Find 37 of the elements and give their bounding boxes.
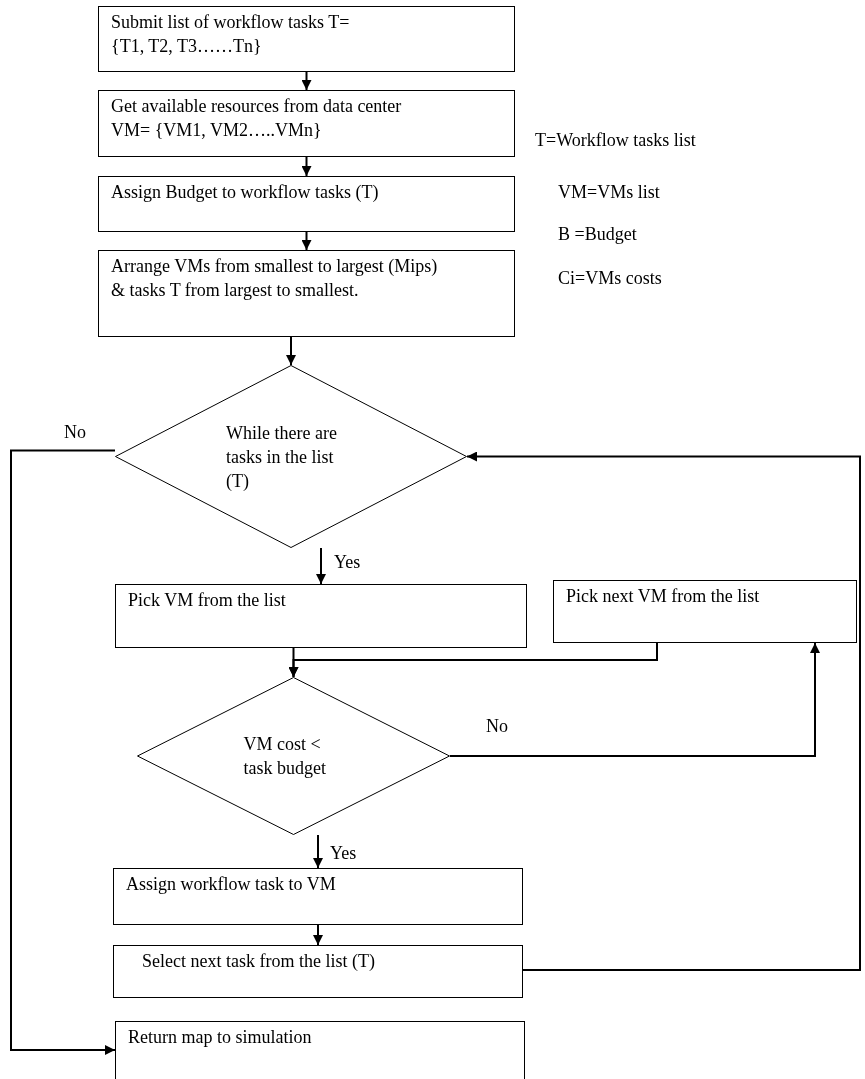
process-box — [98, 250, 515, 337]
arrow — [313, 924, 323, 946]
arrow — [449, 642, 820, 757]
note-text: VM=VMs list — [558, 181, 660, 204]
decision-diamond — [115, 365, 467, 548]
box-text: Pick VM from the list — [128, 589, 287, 612]
box-text: Assign workflow task to VM — [126, 873, 337, 896]
decision-diamond — [137, 677, 450, 835]
box-text: Return map to simulation — [128, 1026, 313, 1049]
process-box — [115, 584, 527, 648]
note-text: Ci=VMs costs — [558, 267, 662, 290]
box-text: Submit list of workflow tasks T= {T1, T2, T3……Tn} — [111, 11, 351, 58]
note-text: T=Workflow tasks list — [535, 129, 696, 152]
note-text: B =Budget — [558, 223, 637, 246]
process-box — [98, 176, 515, 232]
arrow — [313, 834, 323, 869]
arrow — [466, 451, 861, 971]
arrow — [286, 336, 296, 366]
arrow — [301, 156, 312, 177]
box-text: Get available resources from data center VM= {VM1, VM2…..VMn} — [111, 95, 403, 142]
process-box — [113, 945, 523, 998]
process-box — [98, 90, 515, 157]
process-box — [553, 580, 857, 643]
process-box — [113, 868, 523, 925]
box-text: Arrange VMs from smallest to largest (Mips) & tasks T from largest to smallest. — [111, 255, 439, 302]
arrow — [301, 231, 312, 251]
box-text: Assign Budget to workflow tasks (T) — [111, 181, 380, 204]
arrow — [316, 547, 326, 585]
decision-text: VM cost < task budget — [243, 733, 327, 780]
box-text: Pick next VM from the list — [566, 585, 761, 608]
box-text: Select next task from the list (T) — [142, 950, 376, 973]
arrow — [301, 71, 312, 91]
process-box — [115, 1021, 525, 1079]
decision-text: While there are tasks in the list (T) — [226, 421, 338, 493]
arrow — [10, 449, 116, 1055]
arrow — [288, 642, 658, 678]
process-box — [98, 6, 515, 72]
